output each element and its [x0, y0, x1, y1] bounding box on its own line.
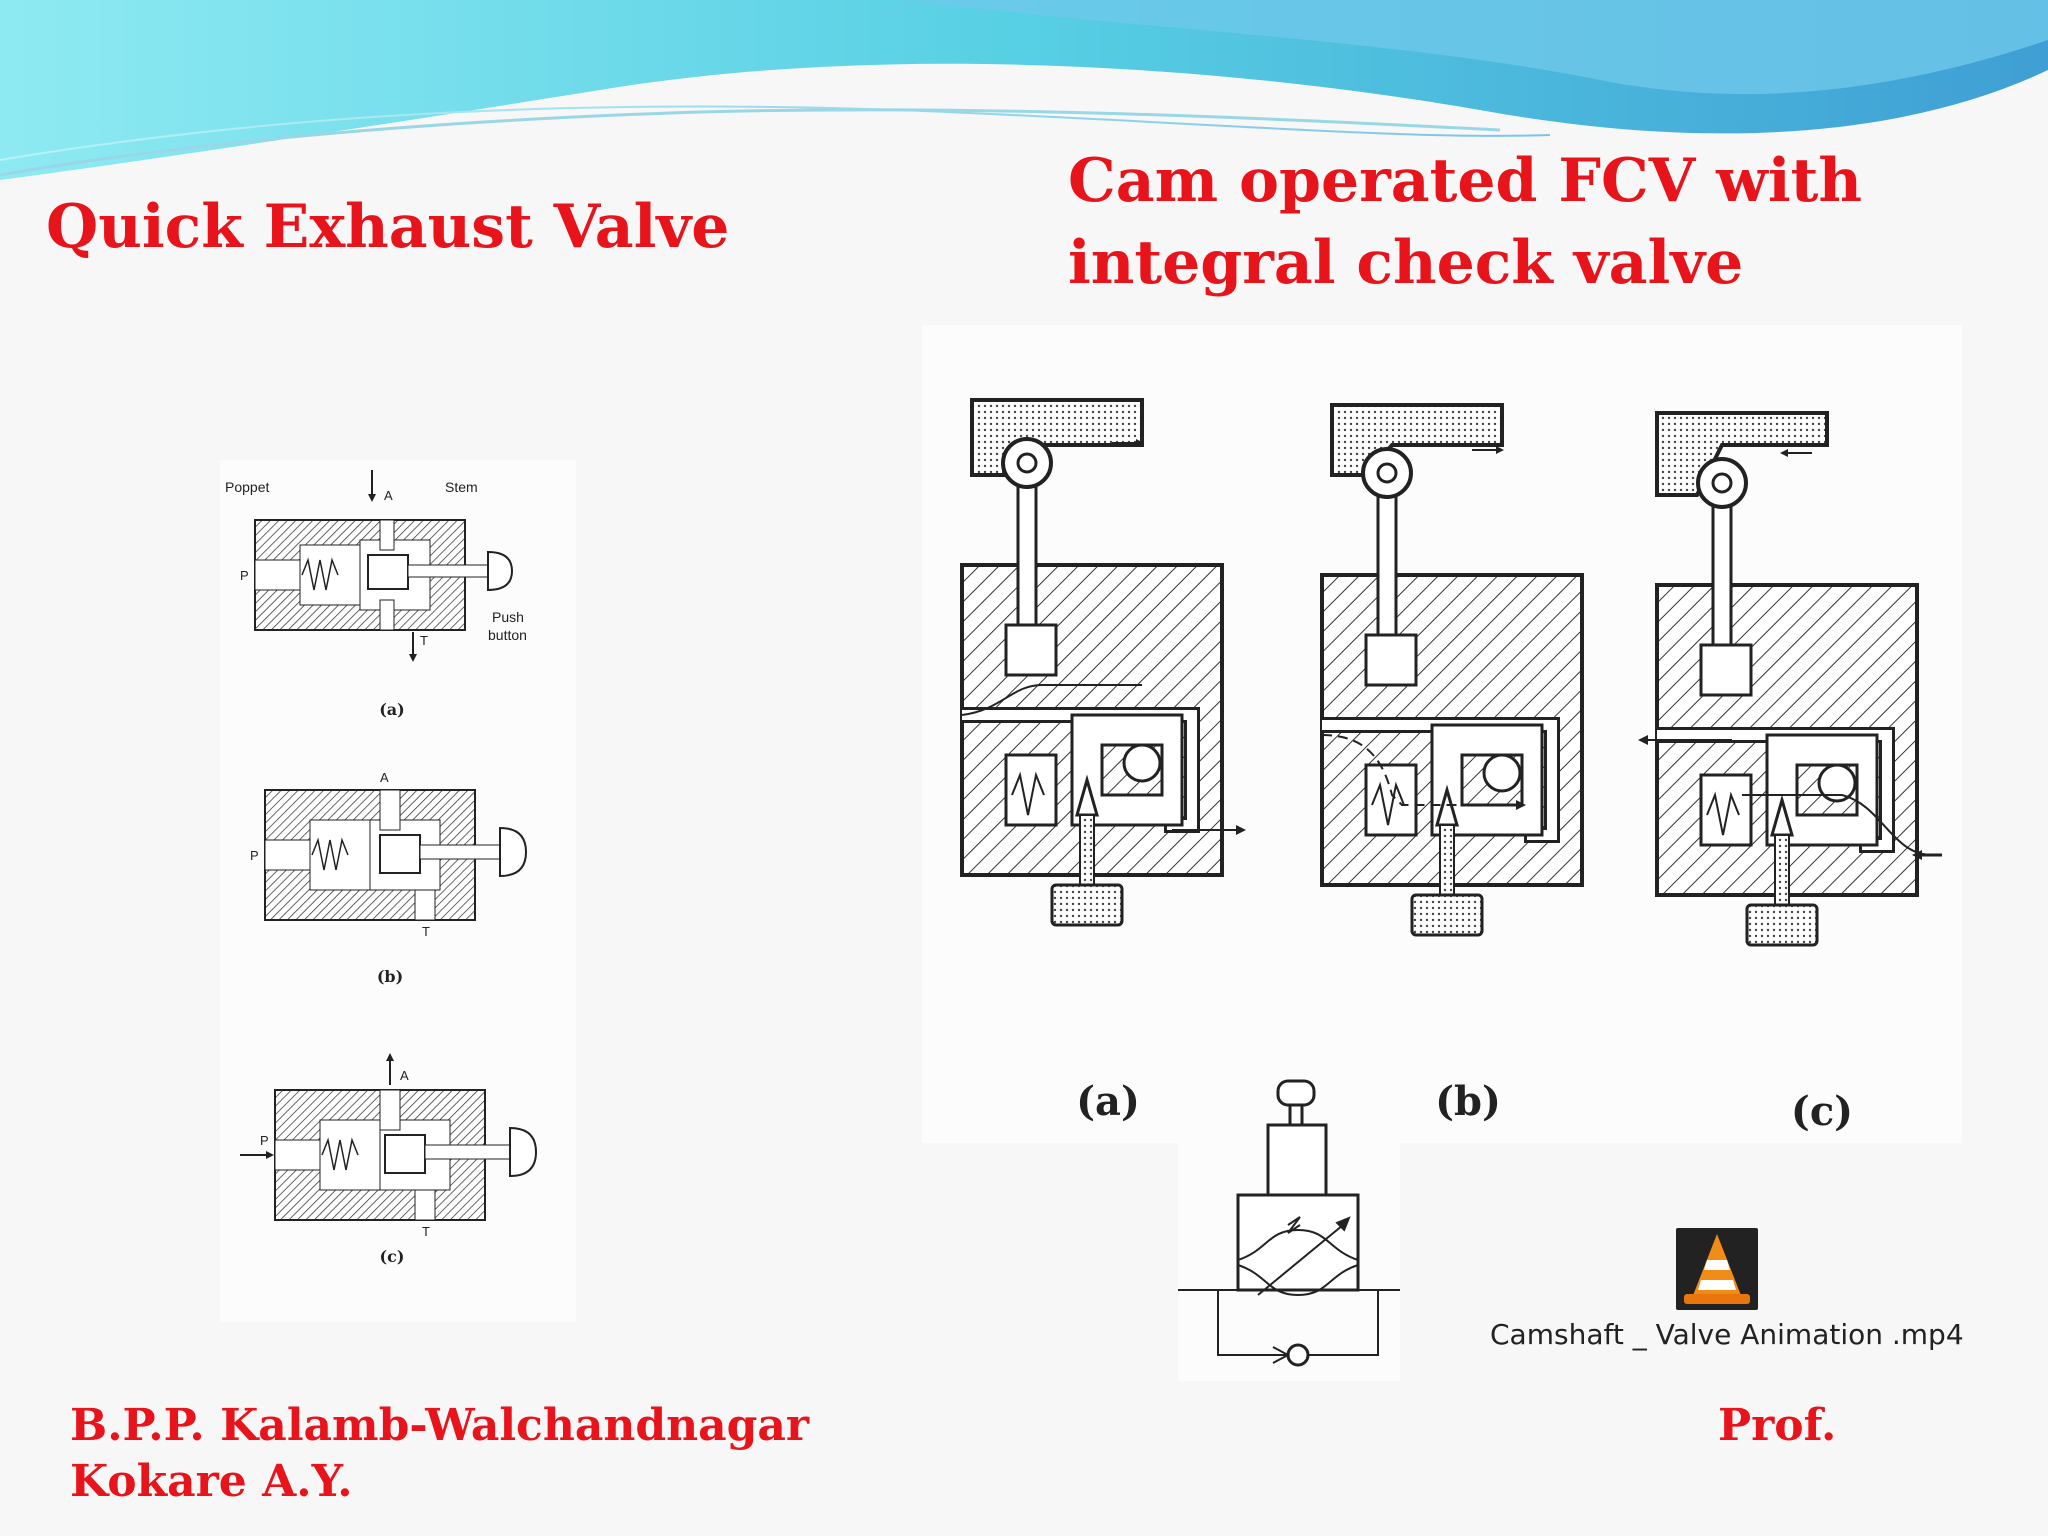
quick-exhaust-valve-figure: Poppet Stem A P T Push button (a) A P T …: [220, 460, 576, 1322]
qev-diagram-a: Poppet Stem A P T Push button (a): [225, 470, 527, 719]
video-file-name[interactable]: Camshaft _ Valve Animation .mp4: [1490, 1318, 1964, 1351]
header-wave: [0, 0, 2048, 180]
label-b-port-a: A: [380, 770, 389, 785]
slide-title-left: Quick Exhaust Valve: [46, 192, 730, 262]
label-b-port-t: T: [422, 924, 430, 939]
label-stem: Stem: [445, 479, 478, 495]
cam-fcv-diagram-c: (c): [1638, 411, 1942, 1135]
label-c-port-p: P: [260, 1133, 269, 1148]
label-c-port-a: A: [400, 1068, 409, 1083]
label-port-t: T: [420, 633, 428, 648]
label-b-port-p: P: [250, 848, 259, 863]
qev-caption-c: (c): [380, 1247, 405, 1266]
slide-title-right: Cam operated FCV with integral check val…: [1068, 140, 1862, 304]
vlc-cone-icon: [1676, 1228, 1758, 1310]
qev-diagram-c: A P T (c): [240, 1053, 538, 1266]
label-poppet: Poppet: [225, 479, 269, 495]
qev-caption-a: (a): [379, 700, 405, 719]
cam-caption-b: (b): [1435, 1078, 1501, 1125]
title-right-line-1: Cam operated FCV with: [1068, 146, 1862, 216]
label-c-port-t: T: [422, 1224, 430, 1239]
label-port-p: P: [240, 568, 249, 583]
cam-caption-c: (c): [1791, 1088, 1853, 1135]
qev-diagram-b: A P T (b): [250, 770, 528, 986]
label-port-a: A: [384, 488, 393, 503]
footer-prof-prefix: Prof.: [1718, 1400, 1837, 1451]
title-right-line-2: integral check valve: [1068, 228, 1744, 298]
video-file-icon[interactable]: [1676, 1228, 1758, 1310]
qev-caption-b: (b): [377, 967, 403, 986]
footer-institute: B.P.P. Kalamb-Walchandnagar: [70, 1400, 810, 1451]
cam-operated-fcv-figure: (a) (b) (c): [922, 325, 1962, 1143]
cam-caption-a: (a): [1076, 1078, 1140, 1125]
cam-fcv-diagram-b: (b): [1322, 403, 1582, 1125]
footer-author-name: Kokare A.Y.: [70, 1456, 353, 1507]
label-button: button: [488, 627, 527, 643]
label-push: Push: [492, 609, 524, 625]
cam-fcv-diagram-a: (a): [962, 398, 1246, 1125]
fcv-symbol-figure: [1178, 1075, 1400, 1381]
